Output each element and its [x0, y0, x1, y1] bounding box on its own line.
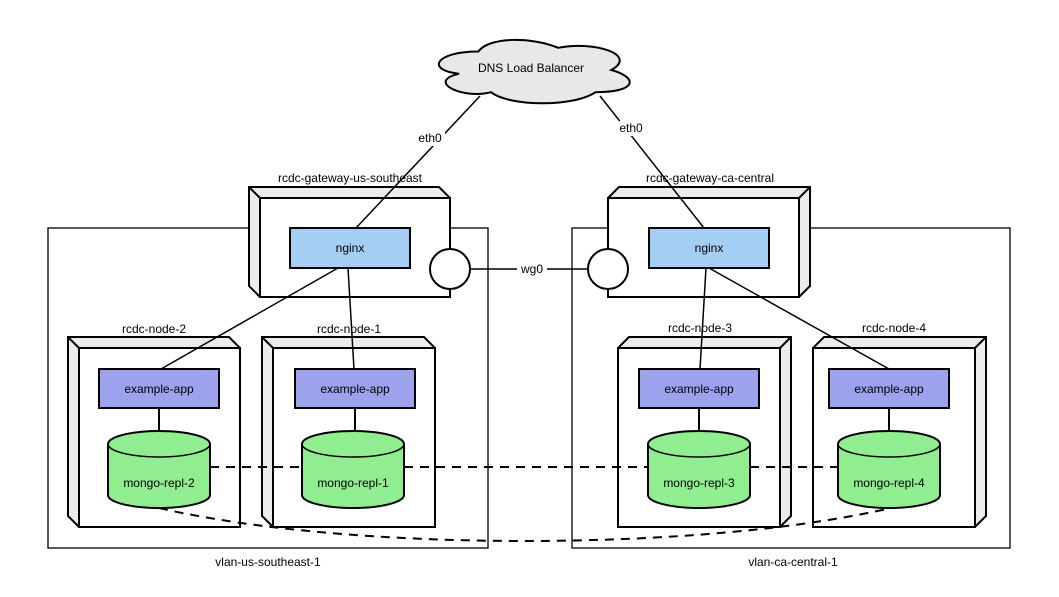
db-label: mongo-repl-2	[123, 476, 195, 490]
db-cylinder	[837, 430, 941, 509]
gateway-box-bevel	[798, 186, 811, 199]
edge-cloud-to-gateway-left	[355, 95, 481, 229]
wg0-interface-circle-right	[587, 248, 629, 290]
eth0-label-left: eth0	[418, 131, 442, 145]
db-label: mongo-repl-3	[663, 476, 735, 490]
mongo-replication-curve-2-4	[158, 507, 892, 542]
eth0-label-right: eth0	[619, 121, 643, 135]
db-cylinder	[107, 430, 211, 509]
wg0-label-group: wg0	[517, 262, 547, 277]
label-bg	[517, 262, 547, 277]
nginx-box	[648, 227, 770, 269]
db-mongo-repl-1: mongo-repl-1	[301, 430, 405, 509]
dns-load-balancer-cloud: DNS Load Balancer	[437, 38, 631, 105]
gateway-label: rcdc-gateway-us-southeast	[278, 171, 423, 185]
label-bg	[616, 121, 646, 136]
app-label: example-app	[854, 382, 924, 396]
app-label: example-app	[320, 382, 390, 396]
edge-nginx-right-to-node3	[699, 267, 707, 370]
node-label: rcdc-node-2	[122, 322, 186, 336]
db-cylinder-lid	[301, 443, 405, 458]
wg0-label: wg0	[520, 262, 543, 276]
app-box	[98, 368, 220, 409]
edge-nginx-left-to-node2	[160, 267, 339, 370]
eth0-label-right-group: eth0	[616, 121, 646, 136]
eth0-label-left-group: eth0	[415, 131, 445, 146]
db-mongo-repl-3: mongo-repl-3	[647, 430, 751, 509]
nginx-service-right: nginx	[648, 227, 770, 269]
wg0-interface-circle-left	[429, 248, 471, 290]
db-mongo-repl-4: mongo-repl-4	[837, 430, 941, 509]
app-box	[828, 368, 950, 409]
app-service-node1: example-app	[294, 368, 416, 409]
node-box-bevel	[779, 336, 792, 349]
app-service-node2: example-app	[98, 368, 220, 409]
app-service-node3: example-app	[638, 368, 760, 409]
app-service-node4: example-app	[828, 368, 950, 409]
db-cylinder	[647, 430, 751, 509]
cloud-shape	[437, 38, 631, 105]
edge-nginx-left-to-node1	[347, 267, 355, 370]
vlan-label: vlan-ca-central-1	[748, 555, 838, 569]
app-label: example-app	[664, 382, 734, 396]
node-label: rcdc-node-4	[862, 321, 926, 335]
node-box-bevel	[67, 336, 80, 349]
edge-cloud-to-gateway-right	[599, 95, 705, 229]
db-cylinder-lid	[647, 443, 751, 458]
db-cylinder-lid	[837, 443, 941, 458]
gateway-box-bevel	[248, 186, 261, 199]
db-mongo-repl-2: mongo-repl-2	[107, 430, 211, 509]
node-label: rcdc-node-1	[317, 322, 381, 336]
node-box-bevel	[261, 336, 274, 349]
cloud-label: DNS Load Balancer	[478, 61, 584, 75]
app-label: example-app	[124, 382, 194, 396]
app-box	[294, 368, 416, 409]
db-cylinder	[301, 430, 405, 509]
node-label: rcdc-node-3	[668, 321, 732, 335]
edge-nginx-right-to-node4	[708, 267, 890, 370]
app-box	[638, 368, 760, 409]
label-bg	[415, 131, 445, 146]
nginx-service-left: nginx	[289, 227, 411, 269]
nginx-label: nginx	[695, 241, 724, 255]
gateway-label: rcdc-gateway-ca-central	[646, 171, 774, 185]
db-cylinder-lid	[107, 443, 211, 458]
vlan-label: vlan-us-southeast-1	[215, 555, 321, 569]
nginx-box	[289, 227, 411, 269]
nginx-label: nginx	[336, 241, 365, 255]
db-label: mongo-repl-4	[853, 476, 925, 490]
db-label: mongo-repl-1	[317, 476, 389, 490]
node-box-bevel	[974, 336, 987, 349]
